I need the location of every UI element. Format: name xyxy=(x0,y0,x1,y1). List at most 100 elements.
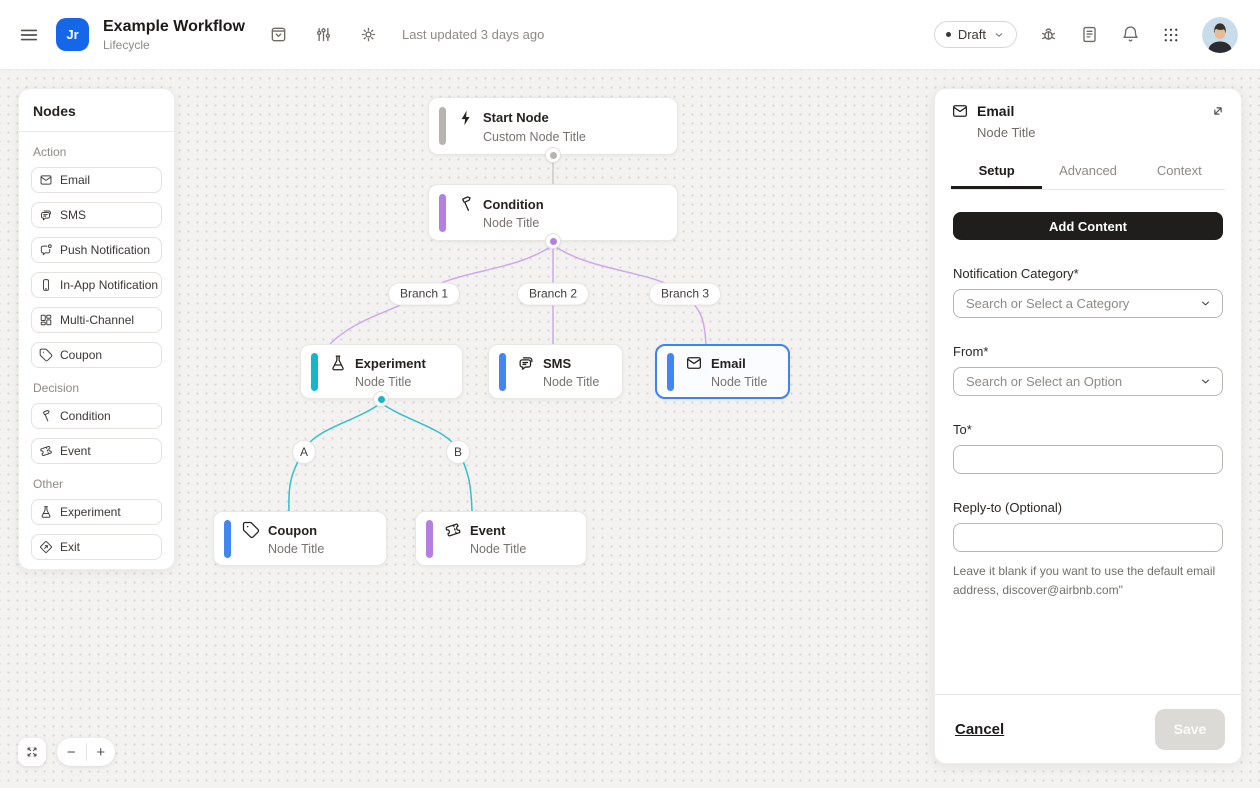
experiment-icon xyxy=(39,505,53,519)
tab-setup[interactable]: Setup xyxy=(951,155,1042,189)
node-subtitle: Node Title xyxy=(543,375,600,389)
debug-button[interactable] xyxy=(1039,25,1058,44)
field-label-notification-category: Notification Category* xyxy=(953,266,1079,281)
palette-item-label: Push Notification xyxy=(60,243,151,257)
bug-icon xyxy=(1039,25,1058,44)
node-event[interactable]: Event Node Title xyxy=(415,511,587,566)
section-label-action: Action xyxy=(33,145,67,159)
palette-item-experiment[interactable]: Experiment xyxy=(31,499,162,525)
node-subtitle: Node Title xyxy=(268,542,325,556)
palette-item-email[interactable]: Email xyxy=(31,167,162,193)
workspace-badge[interactable]: Jr xyxy=(56,18,89,51)
event-icon xyxy=(444,521,462,539)
exit-icon xyxy=(39,540,53,554)
divider xyxy=(85,743,87,761)
node-title: Condition xyxy=(483,196,544,212)
sms-icon xyxy=(39,208,53,222)
palette-item-push-notification[interactable]: Push Notification xyxy=(31,237,162,263)
connector-dot-start[interactable] xyxy=(545,147,561,163)
node-title: Email xyxy=(711,355,746,371)
condition-icon xyxy=(39,409,53,423)
page-title: Example Workflow xyxy=(103,17,245,35)
zoom-in-button[interactable]: + xyxy=(87,738,116,766)
tab-context[interactable]: Context xyxy=(1134,155,1225,189)
notification-category-select[interactable]: Search or Select a Category xyxy=(953,289,1223,318)
section-label-decision: Decision xyxy=(33,381,80,395)
guide-button[interactable] xyxy=(1080,25,1099,44)
node-accent-bar xyxy=(439,107,446,145)
node-subtitle: Node Title xyxy=(355,375,412,389)
add-content-button[interactable]: Add Content xyxy=(953,212,1223,240)
tab-advanced[interactable]: Advanced xyxy=(1042,155,1133,189)
palette-item-sms[interactable]: SMS xyxy=(31,202,162,228)
gear-icon xyxy=(359,25,378,44)
book-icon xyxy=(1080,25,1099,44)
page-subtitle: Lifecycle xyxy=(103,38,150,53)
fit-view-button[interactable] xyxy=(18,738,46,766)
expand-panel-button[interactable] xyxy=(1208,101,1228,121)
node-accent-bar xyxy=(224,519,231,558)
node-coupon[interactable]: Coupon Node Title xyxy=(213,511,387,566)
node-subtitle: Node Title xyxy=(483,216,540,230)
menu-button[interactable] xyxy=(18,24,40,46)
archive-button[interactable] xyxy=(269,25,288,44)
inspector-footer: Cancel Save xyxy=(935,694,1241,763)
node-sms[interactable]: SMS Node Title xyxy=(488,344,623,399)
workflow-canvas[interactable]: Start Node Custom Node Title Condition N… xyxy=(0,70,1260,788)
node-text: Start Node Custom Node Title xyxy=(457,109,586,144)
connector-dot-experiment[interactable] xyxy=(373,391,389,407)
avatar-image xyxy=(1202,16,1238,53)
header-toolbar xyxy=(269,25,378,44)
top-bar: Jr Example Workflow Lifecycle Last updat… xyxy=(0,0,1260,70)
header-right-group: Draft xyxy=(933,16,1238,53)
split-label-a: A xyxy=(292,440,316,464)
branch-label-1: Branch 1 xyxy=(387,282,461,306)
multi-channel-icon xyxy=(39,313,53,327)
palette-item-exit[interactable]: Exit xyxy=(31,534,162,560)
last-updated-text: Last updated 3 days ago xyxy=(401,27,545,42)
node-title: Coupon xyxy=(268,522,318,538)
palette-item-event[interactable]: Event xyxy=(31,438,162,464)
apps-grid-icon xyxy=(1162,26,1180,44)
to-input[interactable] xyxy=(953,445,1223,474)
palette-item-in-app-notification[interactable]: In-App Notification xyxy=(31,272,162,298)
avatar[interactable] xyxy=(1202,16,1238,53)
node-text: Event Node Title xyxy=(444,521,526,556)
inspector-tabs: Setup Advanced Context xyxy=(951,155,1225,190)
node-inspector-panel: Email Node Title Setup Advanced Context … xyxy=(934,88,1242,764)
from-select[interactable]: Search or Select an Option xyxy=(953,367,1223,396)
node-subtitle: Node Title xyxy=(470,542,527,556)
node-title: Start Node xyxy=(483,110,549,125)
event-icon xyxy=(39,444,53,458)
save-button[interactable]: Save xyxy=(1155,708,1225,750)
reply-to-input[interactable] xyxy=(953,523,1223,552)
palette-item-label: Experiment xyxy=(60,505,121,519)
status-dropdown[interactable]: Draft xyxy=(933,21,1017,48)
workflow-settings-button[interactable] xyxy=(314,25,333,44)
node-start[interactable]: Start Node Custom Node Title xyxy=(428,97,678,155)
node-accent-bar xyxy=(439,193,446,232)
palette-item-condition[interactable]: Condition xyxy=(31,403,162,429)
select-placeholder: Search or Select a Category xyxy=(966,296,1130,311)
node-text: Coupon Node Title xyxy=(242,521,324,556)
zap-icon xyxy=(457,109,475,127)
palette-item-label: Email xyxy=(60,173,91,187)
node-accent-bar xyxy=(426,519,433,558)
coupon-icon xyxy=(242,521,260,539)
cancel-button[interactable]: Cancel xyxy=(955,720,1005,738)
connector-dot-condition[interactable] xyxy=(545,233,561,249)
inspector-subtitle: Node Title xyxy=(977,125,1036,140)
apps-button[interactable] xyxy=(1162,26,1180,44)
node-email[interactable]: Email Node Title xyxy=(655,344,790,399)
node-subtitle: Custom Node Title xyxy=(483,129,586,144)
palette-title: Nodes xyxy=(33,103,76,119)
fit-screen-icon xyxy=(25,745,39,759)
node-title: Experiment xyxy=(355,355,426,371)
mail-icon xyxy=(951,102,969,120)
notifications-button[interactable] xyxy=(1121,25,1140,44)
zoom-out-button[interactable]: − xyxy=(57,738,86,766)
settings-button[interactable] xyxy=(359,25,378,44)
palette-item-label: SMS xyxy=(60,208,87,222)
palette-item-multi-channel[interactable]: Multi-Channel xyxy=(31,307,162,333)
palette-item-coupon[interactable]: Coupon xyxy=(31,342,162,368)
